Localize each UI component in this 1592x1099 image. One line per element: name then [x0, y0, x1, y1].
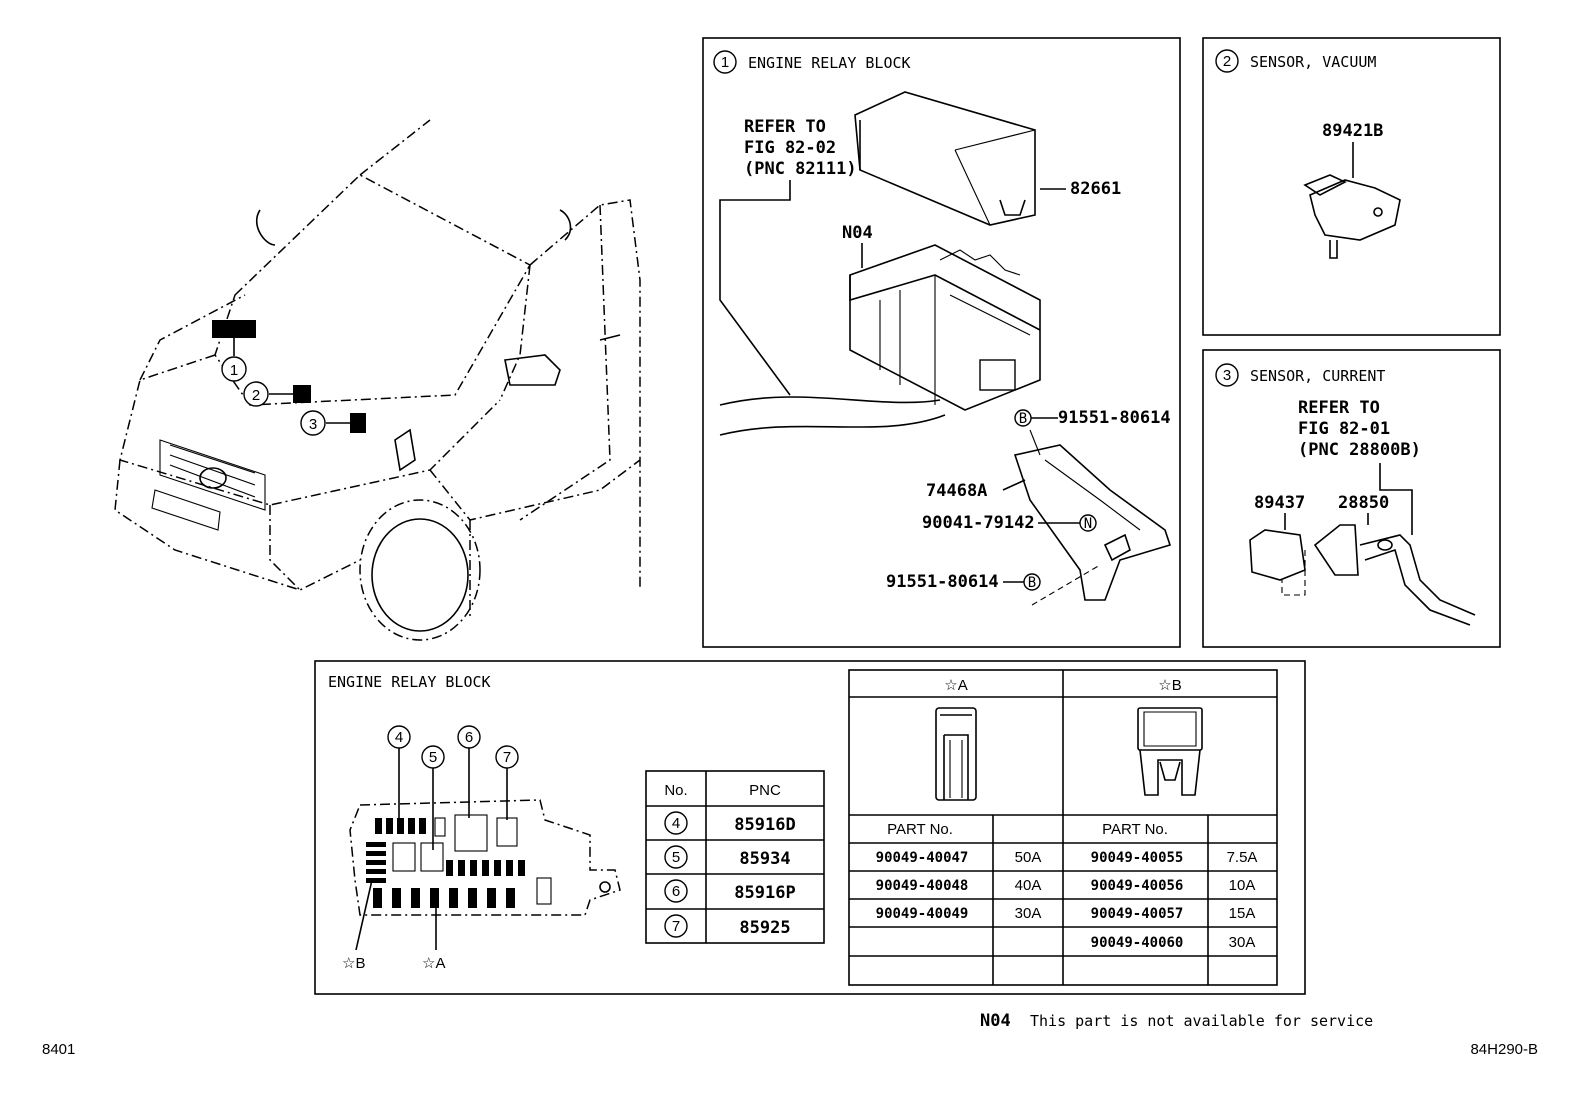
refer-line-3: (PNC 82111) [744, 159, 857, 179]
refer-current-line-3: (PNC 28800B) [1298, 440, 1421, 460]
fuse-a-amp: 50A [1015, 849, 1042, 866]
footnote-code: N04 [980, 1011, 1011, 1031]
fuse-b-part: 90049-40057 [1091, 906, 1184, 922]
pnc-header-pnc: PNC [749, 782, 781, 799]
fuse-b-amp: 7.5A [1227, 849, 1258, 866]
refer-line-1: REFER TO [744, 117, 826, 137]
pnc-row-value: 85916D [734, 815, 795, 835]
refer-current-line-2: FIG 82-01 [1298, 419, 1390, 439]
panel-2-marker: 2 [1223, 53, 1231, 70]
fuse-b-part: 90049-40060 [1091, 935, 1184, 951]
pnc-row-value: 85916P [734, 883, 795, 903]
detail-marker-6: 6 [465, 729, 473, 746]
panel-2-title: SENSOR, VACUUM [1250, 53, 1376, 71]
car-marker-2: 2 [252, 387, 260, 404]
fuse-b-amp: 10A [1229, 877, 1256, 894]
panel-3-title: SENSOR, CURRENT [1250, 367, 1385, 385]
panel-sensor-current: 3 SENSOR, CURRENT REFER TO FIG 82-01 (PN… [1202, 349, 1501, 648]
part-82661: 82661 [1070, 179, 1121, 199]
fuse-b-drawing [1137, 707, 1203, 796]
pnc-row-no: 5 [672, 849, 680, 866]
star-a-label: ☆A [422, 955, 445, 972]
fuse-group-b-header: ☆B [1158, 677, 1181, 694]
tag-bolt-top: B [1019, 411, 1027, 427]
car-marker-3: 3 [309, 416, 317, 433]
pnc-header-no: No. [664, 782, 687, 799]
fuse-b-part-header: PART No. [1102, 821, 1168, 838]
fuse-a-part: 90049-40048 [876, 878, 969, 894]
detail-marker-4: 4 [395, 729, 403, 746]
car-illustration: 1 2 3 [114, 119, 641, 641]
car-marker-1: 1 [230, 362, 238, 379]
fuse-b-part: 90049-40056 [1091, 878, 1184, 894]
fuse-b-part: 90049-40055 [1091, 850, 1184, 866]
panel-engine-relay-block: 1 ENGINE RELAY BLOCK REFER TO FIG 82-02 … [702, 37, 1181, 648]
part-89421B: 89421B [1322, 121, 1383, 141]
panel-sensor-vacuum: 2 SENSOR, VACUUM 89421B [1202, 37, 1501, 336]
detail-marker-5: 5 [429, 749, 437, 766]
pnc-row-no: 4 [672, 815, 680, 832]
relay-detail-title: ENGINE RELAY BLOCK [328, 673, 491, 691]
pnc-row-no: 6 [672, 883, 680, 900]
part-90041-79142: 90041-79142 [922, 513, 1035, 533]
panel-3-marker: 3 [1223, 367, 1231, 384]
part-91551-80614-top: 91551-80614 [1058, 408, 1171, 428]
detail-marker-7: 7 [503, 749, 511, 766]
footnote-text: This part is not available for service [1030, 1012, 1373, 1030]
figure-code: 84H290-B [1470, 1041, 1538, 1058]
fuse-b-amp: 15A [1229, 905, 1256, 922]
refer-current-line-1: REFER TO [1298, 398, 1380, 418]
fuse-a-amp: 40A [1015, 877, 1042, 894]
tag-nut: N [1084, 516, 1092, 532]
pnc-table: No. PNC 4 85916D 5 85934 6 85916P 7 8592… [645, 770, 825, 944]
panel-relay-detail: ENGINE RELAY BLOCK [314, 660, 1306, 995]
fuse-a-part: 90049-40047 [876, 850, 969, 866]
pnc-row-no: 7 [672, 918, 680, 935]
fuse-a-amp: 30A [1015, 905, 1042, 922]
part-89437: 89437 [1254, 493, 1305, 513]
page-number-left: 8401 [42, 1041, 75, 1058]
fuse-group-a-header: ☆A [944, 677, 967, 694]
fuse-a-part: 90049-40049 [876, 906, 969, 922]
fuse-table: ☆A ☆B PART No. PART No. 90049-40047 50A … [848, 669, 1278, 986]
tag-bolt-bottom: B [1028, 575, 1036, 591]
star-b-label: ☆B [342, 955, 365, 972]
part-28850: 28850 [1338, 493, 1389, 513]
fuse-a-drawing [935, 707, 977, 801]
panel-1-marker: 1 [721, 54, 729, 71]
pnc-row-value: 85934 [739, 849, 790, 869]
refer-line-2: FIG 82-02 [744, 138, 836, 158]
fuse-b-amp: 30A [1229, 934, 1256, 951]
fuse-a-part-header: PART No. [887, 821, 953, 838]
part-N04: N04 [842, 223, 873, 243]
panel-1-title: ENGINE RELAY BLOCK [748, 54, 911, 72]
part-91551-80614-bottom: 91551-80614 [886, 572, 999, 592]
pnc-row-value: 85925 [739, 918, 790, 938]
part-74468A: 74468A [926, 481, 987, 501]
